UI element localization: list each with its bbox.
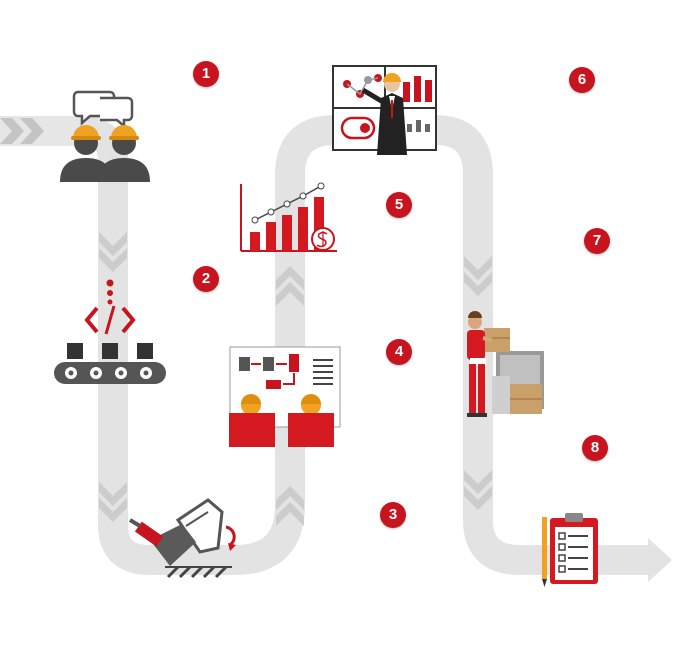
step-badge-6: 6 [569,67,595,93]
step-badge-3: 3 [380,502,406,528]
step-badge-4: 4 [386,339,412,365]
growth-chart-icon [240,182,337,252]
step-badge-8: 8 [582,435,608,461]
presentation-dashboard-icon [332,65,437,155]
up-chevrons-middle [276,266,304,526]
checklist-clipboard-icon [542,513,598,587]
team-discussion-icon [60,90,150,182]
warehouse-worker-icon [467,311,544,417]
step-badge-2: 2 [193,266,219,292]
step-badge-5: 5 [386,192,412,218]
entry-chevrons [0,118,44,144]
conveyor-code-icon [54,279,166,384]
down-chevrons-left [99,232,127,522]
step-badge-7: 7 [584,228,610,254]
robot-brush-icon [128,498,236,579]
workflow-planning-icon [229,346,341,447]
down-chevrons-right [464,256,492,510]
step-badge-1: 1 [193,61,219,87]
